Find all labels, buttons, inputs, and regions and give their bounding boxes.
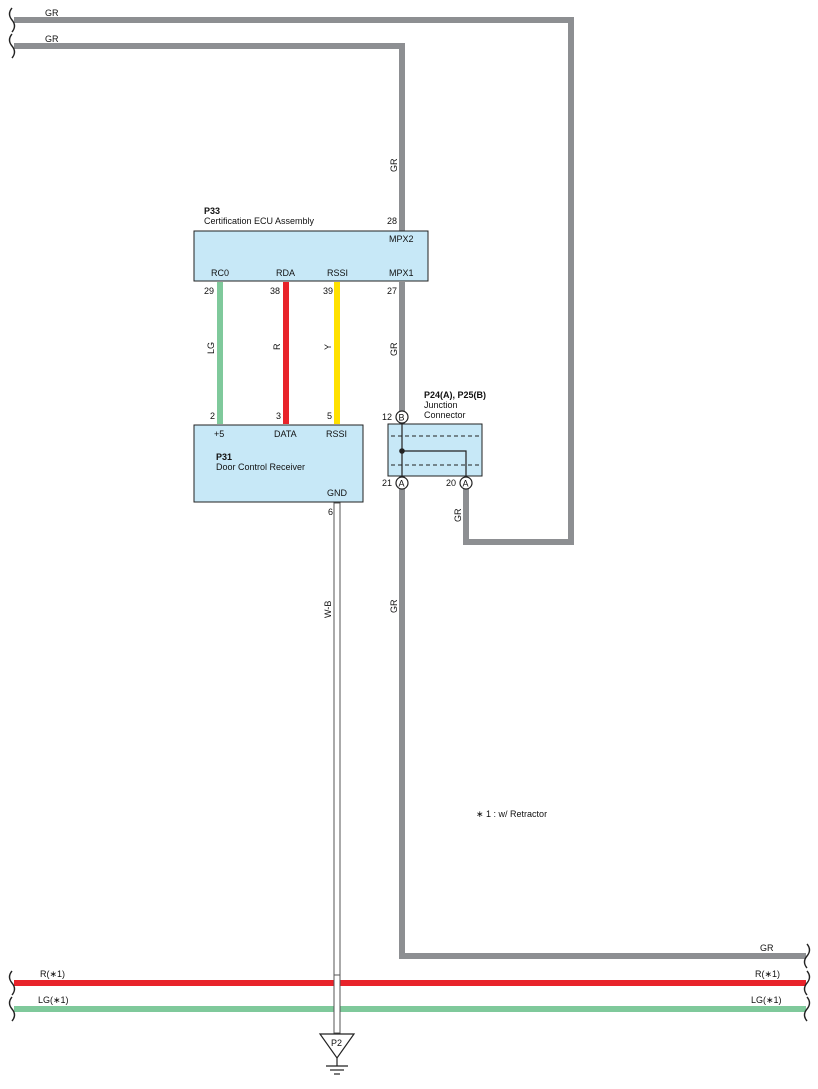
wire-wb-overlay [333,974,341,1034]
wire-wb-label: W-B [323,601,333,618]
wire-wb-body [333,502,341,1034]
ecu-pin-num-29: 29 [204,286,214,296]
wire-gr-top-2 [14,43,405,232]
top-wire-1-label: GR [45,8,59,18]
receiver-gnd: GND [327,488,348,498]
wire-r-label: R [272,343,282,350]
break-mark-bottom-r-right [803,970,811,996]
receiver-gnd-num: 6 [328,507,333,517]
junction-name-2: Connector [424,410,466,420]
break-mark-bottom-lg-left [8,996,16,1022]
break-mark-bottom-gr [803,943,811,969]
junction-pin-12: 12 [382,412,392,422]
junction-pin-21: 21 [382,478,392,488]
wire-y-label: Y [323,344,333,350]
receiver-p31: 2 3 5 +5 DATA RSSI P31 Door Control Rece… [193,411,364,503]
ground-p2: P2 [318,1033,356,1075]
break-mark-top-2 [8,33,16,59]
bottom-gr-label: GR [760,943,774,953]
receiver-code: P31 [216,452,232,462]
receiver-pin-num-2: 2 [210,411,215,421]
wire-lg-label: LG [206,342,216,354]
junction-connector: P24(A), P25(B) Junction Connector B 12 A… [382,390,486,490]
wire-gr-mpx1 [399,282,806,959]
ecu-pin-mpx2: MPX2 [389,234,414,244]
ecu-code: P33 [204,206,220,216]
receiver-pin-num-5: 5 [327,411,332,421]
junction-internal-branch [402,450,467,476]
bottom-r-label-right: R(∗1) [755,969,780,979]
junction-pin-a21-circle [395,476,409,490]
break-mark-bottom-r-left [8,970,16,996]
ecu-name: Certification ECU Assembly [204,216,315,226]
ecu-top-pin-num: 28 [387,216,397,226]
break-mark-top-1 [8,7,16,33]
ecu-pin-num-27: 27 [387,286,397,296]
receiver-box [193,424,364,503]
junction-name-1: Junction [424,400,458,410]
ecu-pin-mpx1: MPX1 [389,268,414,278]
mpx2-wire-label: GR [389,158,399,172]
junction-code: P24(A), P25(B) [424,390,486,400]
receiver-pin-num-3: 3 [276,411,281,421]
ground-triangle [318,1033,356,1060]
wire-gr-top-1 [14,17,574,545]
ecu-p33: P33 Certification ECU Assembly 28 MPX2 R… [193,206,429,282]
ecu-pin-num-38: 38 [270,286,280,296]
top-wire-2: GR [14,34,405,232]
top-wire-2-label: GR [45,34,59,44]
gr-wire-right-label: GR [453,508,463,522]
ground-code: P2 [331,1038,342,1048]
junction-pin-b-circle [395,410,409,424]
receiver-pin-plus5: +5 [214,429,224,439]
ecu-pin-num-39: 39 [323,286,333,296]
break-mark-bottom-lg-right [803,996,811,1022]
ecu-pin-rc0: RC0 [211,268,229,278]
receiver-pin-data: DATA [274,429,297,439]
junction-pin-a21-letter: A [399,479,405,489]
bottom-lg-label-right: LG(∗1) [751,995,782,1005]
junction-pin-a20-circle [459,476,473,490]
bottom-r-label-left: R(∗1) [40,969,65,979]
bottom-lg-label-left: LG(∗1) [38,995,69,1005]
wire-wb [333,502,341,1034]
top-wire-1: GR [14,8,574,545]
junction-pin-a20-letter: A [463,479,469,489]
retractor-note: ∗ 1 : w/ Retractor [476,809,547,819]
ecu-pin-rda: RDA [276,268,295,278]
ecu-box [193,230,429,282]
gr-wire-mid-label: GR [389,599,399,613]
junction-pin-20: 20 [446,478,456,488]
junction-splice-dot [399,448,405,454]
ecu-pin-rssi: RSSI [327,268,348,278]
junction-pin-b-letter: B [399,413,405,423]
mpx1-wire-label: GR [389,342,399,356]
receiver-name: Door Control Receiver [216,462,305,472]
receiver-pin-rssi: RSSI [326,429,347,439]
